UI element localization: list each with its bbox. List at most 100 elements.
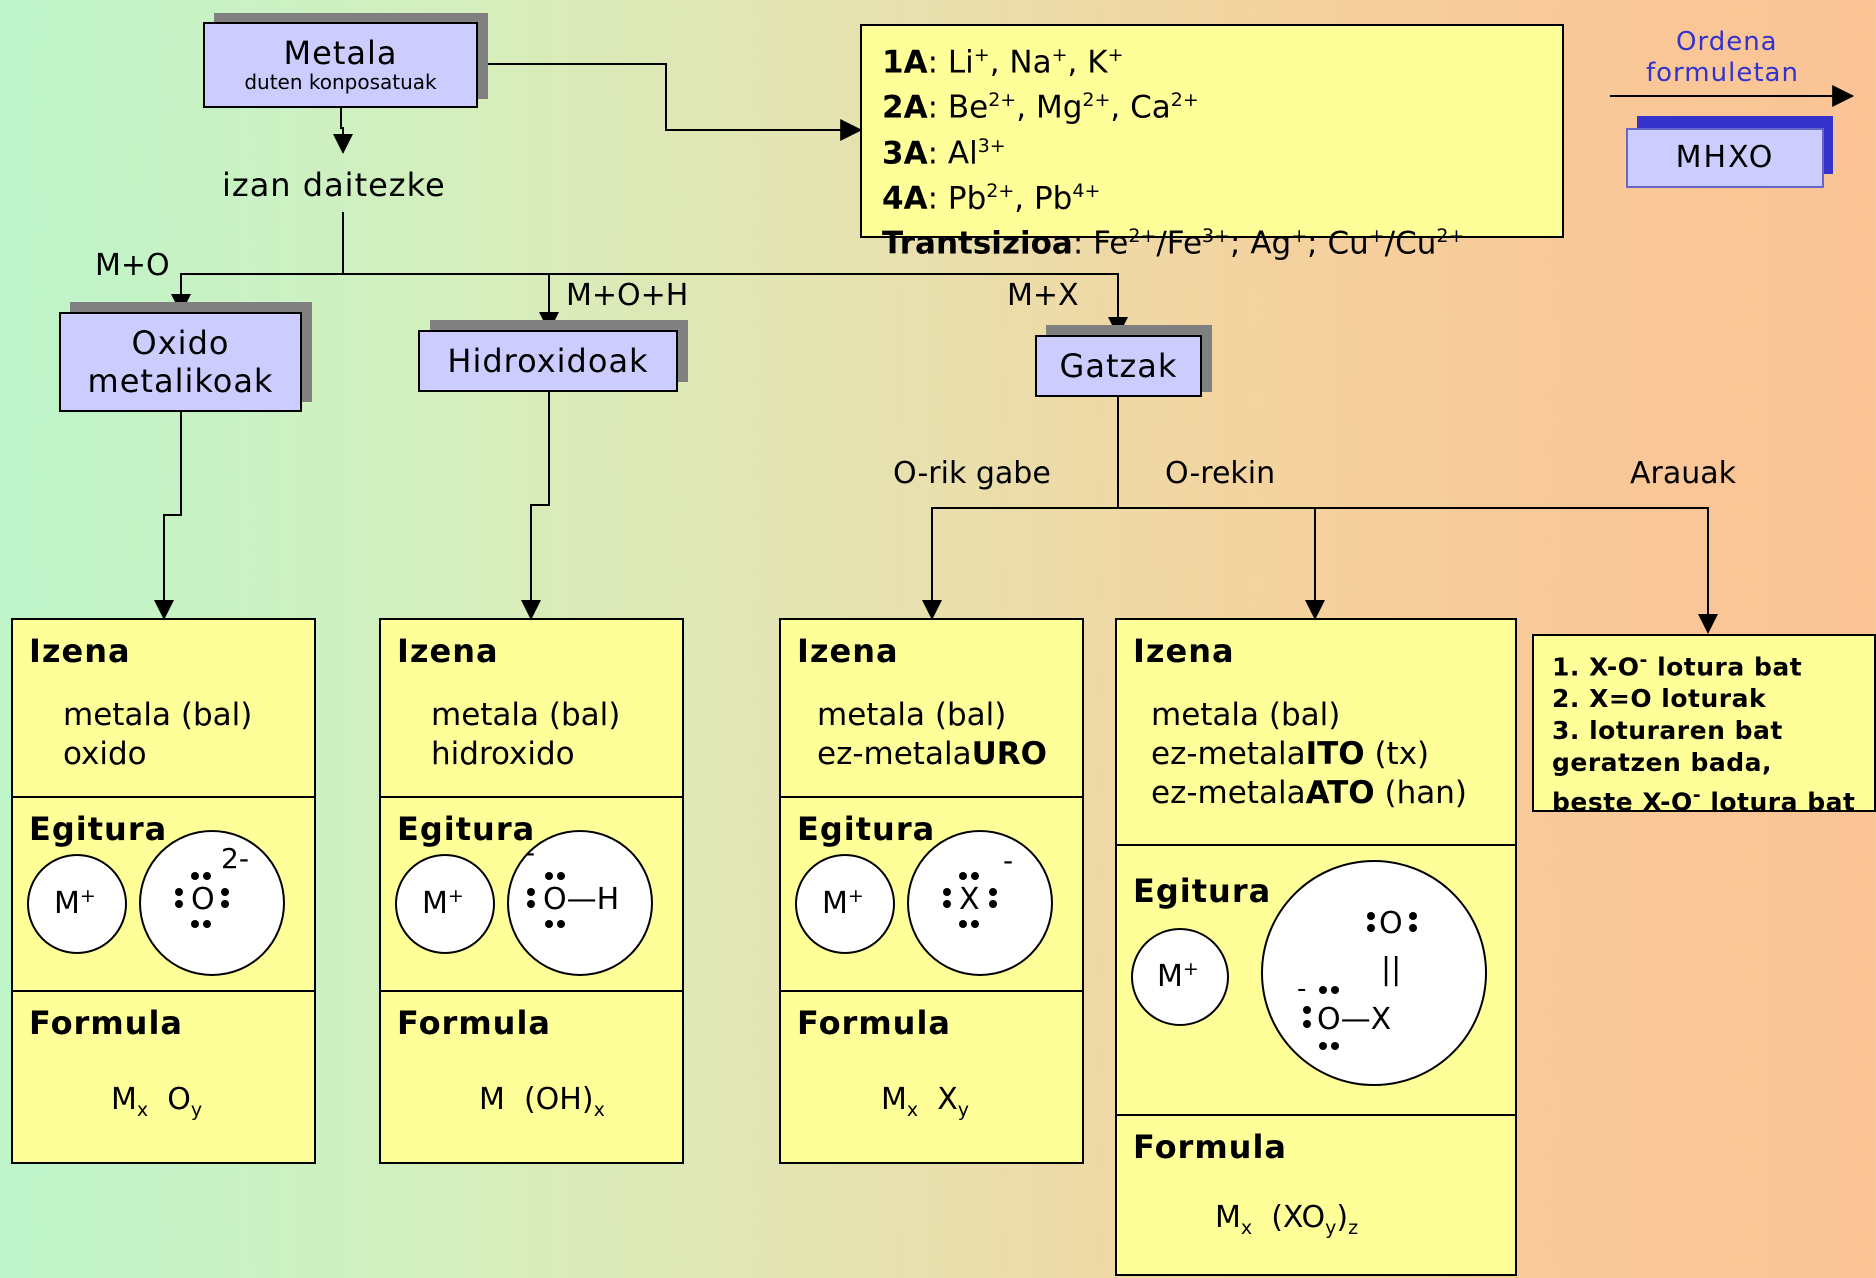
cation-symbol: M+ <box>54 885 96 921</box>
hydroxide-box-label: Hidroxidoak <box>447 342 649 380</box>
structure-section-title: Egitura <box>397 810 536 848</box>
oxide-name-line-2: oxido <box>63 736 147 772</box>
order-title-1: Ordena <box>1676 27 1778 57</box>
wire-salt-with-o <box>1118 507 1325 620</box>
ion-charge: 2+ <box>1128 225 1157 248</box>
formula-section-title: Formula <box>797 1004 952 1042</box>
salt-branch-with-oxygen: O-rekin <box>1165 456 1276 491</box>
ion-charge: 3+ <box>1202 225 1231 248</box>
branch-label-hydroxide: M+O+H <box>566 278 689 313</box>
ion-charge: 2+ <box>1170 89 1199 112</box>
salt-no-o-card: Izena metala (bal) ez-metalaURO Egitura … <box>779 618 1084 1164</box>
salt-o-card: Izena metala (bal) ez-metalaITO (tx) ez-… <box>1115 618 1517 1276</box>
salt-no-o-formula: Mx Xy <box>881 1082 970 1121</box>
structure-section-title: Egitura <box>1133 872 1272 910</box>
ion-symbol: , K <box>1067 44 1108 81</box>
salt-no-o-name: metala (bal) ez-metalaURO <box>817 696 1047 774</box>
formula-section-title: Formula <box>29 1004 184 1042</box>
ion-row-label: 4A <box>882 180 928 217</box>
hydroxide-box: Hidroxidoak <box>418 330 678 392</box>
ion-symbol: /Fe <box>1156 225 1203 262</box>
formula-section-title: Formula <box>397 1004 552 1042</box>
ion-symbol: Be <box>947 89 989 126</box>
oxide-name: metala (bal) oxido <box>63 696 252 774</box>
wire-to-salt <box>343 273 1128 337</box>
metala-box: Metala duten konposatuak <box>203 22 478 108</box>
cation-circle: M+ <box>795 854 895 954</box>
hydroxide-name: metala (bal) hidroxido <box>431 696 620 774</box>
ion-charge: 2+ <box>1082 89 1111 112</box>
oxide-card: Izena metala (bal) oxido Egitura M+ 2- O… <box>11 618 316 1164</box>
ion-symbol: Li <box>947 44 974 81</box>
rule-line-1: 1. X-O- lotura bat <box>1552 649 1803 682</box>
cation-symbol: M+ <box>1157 958 1199 994</box>
structure-section-title: Egitura <box>797 810 936 848</box>
ion-symbol: ; Ag <box>1230 225 1292 262</box>
ion-charge: + <box>1107 44 1124 66</box>
cation-circle: M+ <box>1131 928 1229 1026</box>
order-title-2: formuletan <box>1646 58 1799 88</box>
oxide-box: Oxido metalikoak <box>59 312 302 412</box>
wire-hydroxide-card <box>521 392 550 620</box>
ion-row: 1A: Li+, Na+, K+ <box>882 44 1124 81</box>
wire-to-oxide <box>171 273 343 314</box>
ion-row: 4A: Pb2+, Pb4+ <box>882 179 1101 217</box>
ion-row-label: Trantsizioa <box>882 225 1073 262</box>
ion-charge: 4+ <box>1072 179 1101 202</box>
hydroxide-card: Izena metala (bal) hidroxido Egitura M+ … <box>379 618 684 1164</box>
ion-symbol: /Cu <box>1384 225 1437 262</box>
hydroxide-anion-circle: - O—H <box>507 830 653 976</box>
salt-no-o-name-line-2: ez-metalaURO <box>817 736 1047 772</box>
ions-box: 1A: Li+, Na+, K+2A: Be2+, Mg2+, Ca2+3A: … <box>860 24 1564 262</box>
rule-line-3: 3. loturaren bat <box>1552 716 1783 746</box>
oxide-anion-circle: 2- O <box>139 830 285 976</box>
hydroxide-anion-charge: - <box>525 836 536 869</box>
ion-row: Trantsizioa: Fe2+/Fe3+; Ag+; Cu+/Cu2+ <box>882 225 1465 262</box>
salt-box-label: Gatzak <box>1059 347 1178 385</box>
cation-circle: M+ <box>395 854 495 954</box>
metala-subtitle: duten konposatuak <box>244 70 437 94</box>
salt-anion-charge: - <box>1003 844 1014 877</box>
ion-row: 3A: Al3+ <box>882 134 1006 171</box>
salt-branch-no-oxygen: O-rik gabe <box>893 456 1051 491</box>
oxide-anion-charge: 2- <box>221 842 249 875</box>
oxoanion-double-bond: || <box>1381 952 1402 987</box>
name-section-title: Izena <box>29 632 131 670</box>
formula-section-title: Formula <box>1133 1128 1288 1166</box>
ion-symbol: , Na <box>989 44 1052 81</box>
ion-charge: 2+ <box>986 179 1015 202</box>
structure-section-title: Egitura <box>29 810 168 848</box>
ion-charge: + <box>1291 225 1308 248</box>
wire-metala-ions <box>478 63 863 141</box>
name-section-title: Izena <box>1133 632 1235 670</box>
oxoanion-circle: O || - O—X <box>1261 860 1487 1086</box>
ion-charge: 2+ <box>988 89 1017 112</box>
oxide-formula: Mx Oy <box>111 1082 203 1121</box>
ion-rows: 1A: Li+, Na+, K+2A: Be2+, Mg2+, Ca2+3A: … <box>882 36 1562 263</box>
ion-symbol: , Pb <box>1014 180 1073 217</box>
oxide-name-line-1: metala (bal) <box>63 697 253 733</box>
branch-label-salt: M+X <box>1007 278 1079 313</box>
salt-branch-rules: Arauak <box>1630 456 1737 491</box>
rules-box: 1. X-O- lotura bat 2. X=O loturak 3. lot… <box>1532 634 1876 817</box>
oxide-box-line1: Oxido <box>131 324 230 362</box>
rule-line-2: 2. X=O loturak <box>1552 684 1767 714</box>
oxoanion-bottom-atom: O—X <box>1317 1002 1392 1037</box>
ion-charge: + <box>1368 225 1385 248</box>
salt-no-o-name-line-1: metala (bal) <box>817 697 1007 733</box>
wire-salt-no-o <box>922 507 1118 620</box>
rule-line-5: beste X-O- lotura bat <box>1552 784 1856 817</box>
ion-charge: 3+ <box>977 134 1006 157</box>
salt-o-formula: Mx (XOy)z <box>1215 1200 1359 1239</box>
salt-o-name-line-1: metala (bal) <box>1151 697 1341 733</box>
hydroxide-name-line-2: hidroxido <box>431 736 575 772</box>
hydroxide-formula: M (OH)x <box>479 1082 605 1121</box>
cation-symbol: M+ <box>422 885 464 921</box>
ion-row-label: 1A <box>882 44 928 81</box>
wire-oxide-card <box>154 412 182 620</box>
ion-charge: + <box>1051 44 1068 66</box>
ion-symbol: , Ca <box>1110 89 1171 126</box>
ion-symbol: Fe <box>1093 225 1129 262</box>
branch-label-oxide: M+O <box>95 248 170 283</box>
